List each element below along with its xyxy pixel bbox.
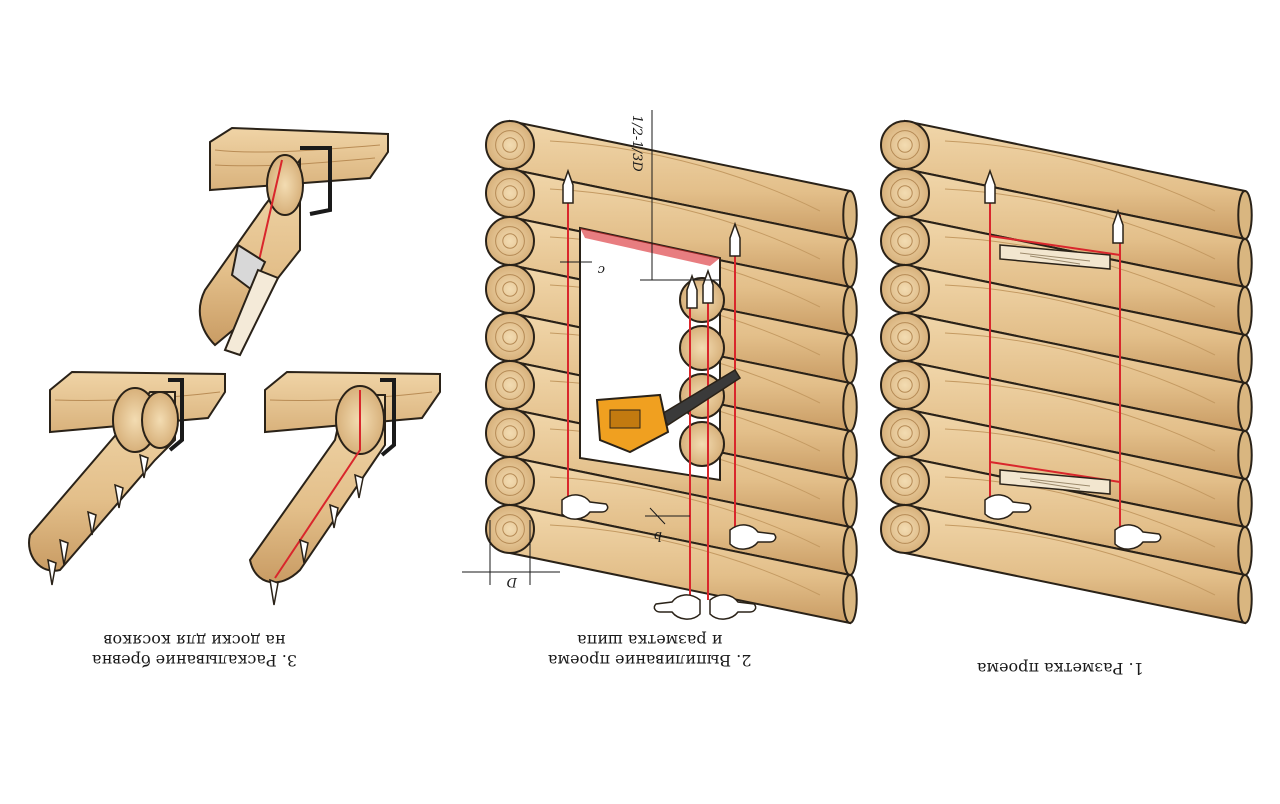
chainsaw-icon	[595, 368, 742, 454]
wall-log	[485, 119, 858, 241]
nail-icon	[702, 268, 714, 304]
wedges	[269, 473, 364, 606]
panel-3-splitting	[28, 126, 441, 606]
wall-log	[880, 503, 1253, 625]
nail-icon	[984, 168, 996, 204]
hand-icon	[984, 494, 1032, 520]
nail-icon	[562, 168, 574, 204]
caption-number: 3.	[282, 651, 298, 670]
caption-number: 2.	[736, 651, 752, 670]
split-log-bottom-right	[248, 370, 441, 606]
level-icon	[999, 469, 1111, 495]
dimension-annotations: 1/2-1/3D c b D	[462, 110, 720, 589]
panel-1-wall	[880, 119, 1253, 625]
axe-icon	[223, 243, 280, 357]
clamp-icon	[380, 378, 396, 457]
caption-line: на доски для косяков	[103, 631, 286, 650]
nail-icon	[686, 273, 698, 309]
nail-icon	[729, 221, 741, 257]
dim-b: b	[654, 528, 662, 543]
hand-icon	[729, 524, 777, 550]
caption-line: и разметка шипа	[577, 631, 723, 650]
clamp-icon	[300, 146, 332, 216]
hand-icon	[653, 594, 701, 620]
hand-icon	[709, 594, 757, 620]
wedges	[47, 453, 149, 586]
caption-number: 1.	[1128, 659, 1144, 678]
nail-icon	[1112, 208, 1124, 244]
wall-log	[485, 503, 858, 625]
dim-d: D	[506, 574, 518, 589]
hand-icon	[561, 494, 609, 520]
panel-2-wall	[485, 119, 858, 625]
split-log-top	[198, 126, 389, 357]
dim-c: c	[597, 262, 605, 277]
hand-icon	[1114, 524, 1162, 550]
caption-line: Разметка проема	[976, 659, 1124, 678]
split-log-bottom-left	[28, 370, 226, 586]
caption-panel-1: 1. Разметка проема	[955, 658, 1165, 678]
wall-log	[880, 119, 1253, 241]
level-icon	[999, 244, 1111, 270]
clamp-icon	[168, 378, 184, 452]
caption-line: Выпиливание проема	[548, 651, 732, 670]
caption-panel-2: 2. Выпиливание проема и разметка шипа	[525, 630, 775, 670]
caption-line: Раскалывание бревна	[92, 651, 278, 670]
caption-panel-3: 3. Раскалывание бревна на доски для кося…	[60, 630, 330, 670]
wall-log	[485, 167, 858, 289]
dim-top-fraction: 1/2-1/3D	[629, 115, 644, 172]
